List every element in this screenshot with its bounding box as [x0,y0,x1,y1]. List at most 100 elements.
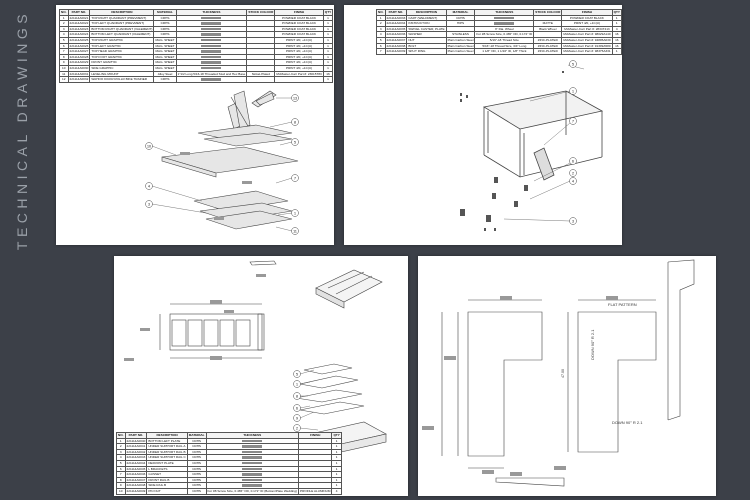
column-header: QTY [331,432,342,439]
table-cell: 1 [322,64,334,72]
balloon-label: 1 [572,89,574,93]
balloon-label: 3 [148,202,150,206]
redacted-value [494,16,515,20]
table-cell: BOTTOM LEFT PLATE [146,437,188,445]
table-cell: 1 [331,471,342,478]
drawing-sheet-3: 5 1 8 6 9 2 7 NO.PART NO.DESCRIPTIONMATE… [114,256,408,496]
redacted-value [242,450,263,454]
table-cell: 1 [322,25,334,33]
table-cell: 1 [322,76,334,83]
balloon-label: 8 [296,394,298,398]
balloon-label: 13 [293,96,297,100]
redacted-value [494,22,515,25]
table-cell: CART (WELDMENT) [406,14,447,22]
table-cell: 221114A0040 [124,437,148,445]
balloon-label: 1 [294,211,296,215]
balloon-label: 10 [147,144,151,148]
table-cell: L BRACKETS [146,465,188,473]
redacted-value [201,78,222,81]
table-cell: CRHS [153,25,177,33]
table-cell: CRHS [153,20,177,27]
redacted-value [242,467,263,471]
redacted-value [201,22,222,25]
balloon-label: 7 [294,176,296,180]
table-cell: SIDE RAIL B [146,482,188,489]
table-cell: FRONT RAIL B [146,476,188,484]
table-cell: 221114A0044 [124,460,148,467]
table-cell: SPLIT RING [406,48,447,55]
table-cell: Alloy Steel [153,70,177,78]
balloon-label: 5 [572,62,574,66]
table-cell: UNDER SUPPORT RAIL C [146,454,188,461]
table-cell: 1 [322,59,334,66]
balloon-label: 11 [293,229,297,233]
flat-pattern-drawing: FLAT PATTERN DOWN 90° R 2.1 DOWN 90° R 2… [422,259,695,487]
table-cell: 1 [331,437,342,445]
balloon-group-2 [569,60,577,225]
redacted-value [242,439,263,443]
redacted-value [242,462,263,465]
balloon-label: 2 [296,426,298,430]
balloon-label: 7 [572,119,574,123]
table-cell: 1 [331,460,342,467]
table-cell: UNDER SUPPORT RAIL B [146,448,188,456]
balloon-label: 6 [296,406,298,410]
balloon-label: 8 [294,120,296,124]
table-cell: 221114A0045 [124,465,148,473]
table-cell: 221114A0048 [124,482,148,489]
table-cell: CRHS [153,76,177,83]
dimension-label: 47.00 [561,369,565,378]
flat-pattern-label: FLAT PATTERN [608,302,637,307]
table-cell: 16 [322,70,334,78]
table-cell: 221114A0046 [124,471,148,478]
redacted-value [201,61,222,64]
table-cell: 221114A0047 [124,476,148,484]
table-cell: 1 [331,448,342,456]
balloon-label: 3 [572,219,574,223]
table-cell: CRHS [153,14,177,22]
column-header: DESCRIPTION [146,432,188,439]
table-cell: 1 [611,20,622,27]
redacted-value [201,44,222,48]
table-cell: 4 [331,487,342,495]
redacted-value [201,55,222,59]
redacted-value [242,445,263,448]
table-cell: 1 [331,454,342,461]
table-cell: 221114A0049 [124,487,148,495]
table-cell: MAG. SHEET [153,59,177,66]
table-cell: MAG. SHEET [153,64,177,72]
table-cell: For #8 Screw Size, 0.465" OD, 0.172" ID … [205,487,300,495]
balloon-label: 5 [294,140,296,144]
redacted-value [201,67,222,70]
side-title: TECHNICAL DRAWINGS [14,9,31,251]
redacted-value [242,484,263,487]
table-cell: 1 [611,48,622,55]
balloon-label: 9 [296,416,298,420]
balloon-label: 1 [296,382,298,386]
exploded-view-1: 13 8 5 10 7 4 3 1 11 [145,90,299,235]
table-cell: UNDER SUPPORT RAIL A [146,443,188,450]
redacted-value [201,33,222,36]
